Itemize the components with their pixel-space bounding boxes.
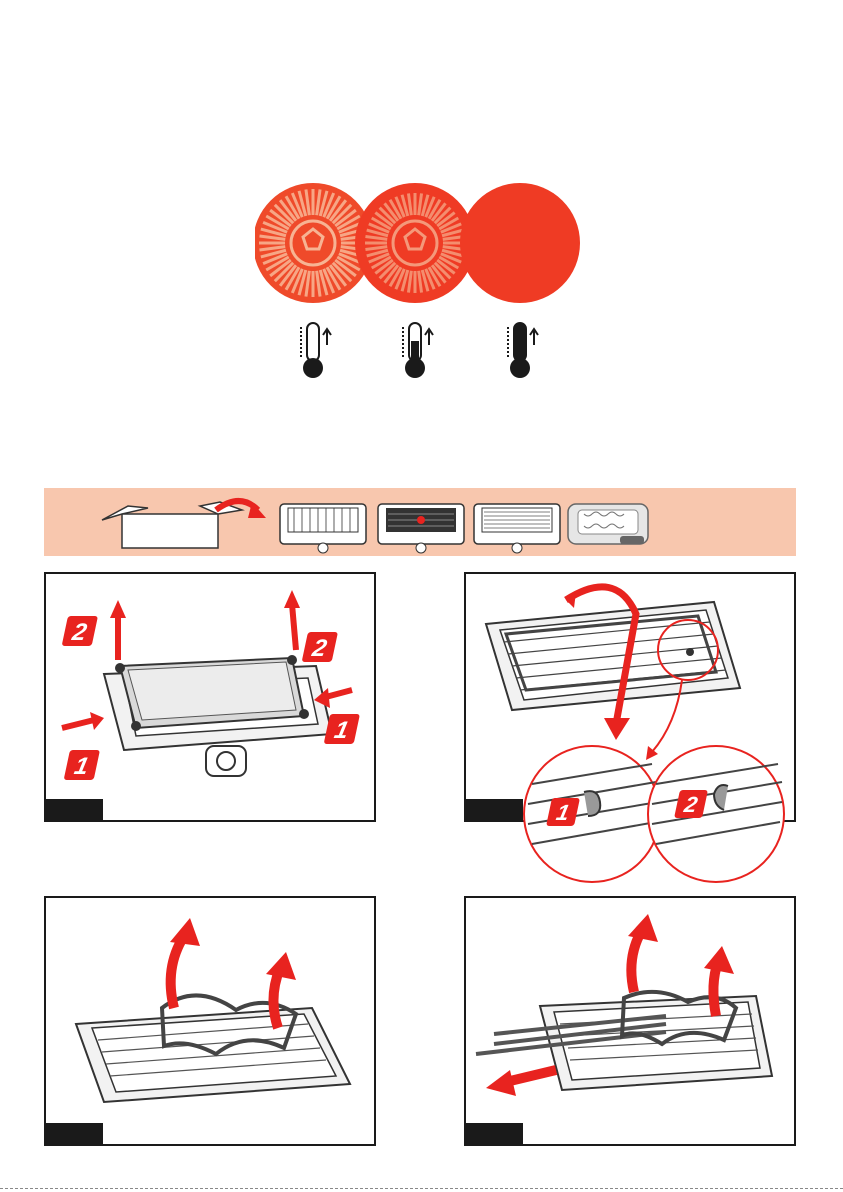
step-badge: 1 [64,750,100,780]
step-panel-1: 2 2 1 1 [44,572,376,822]
temperature-high-icon [508,323,538,378]
temperature-indicators [255,183,595,383]
step-badge: 2 [62,616,98,646]
step-badge: 1 [324,714,360,744]
lift-arrow-right [273,968,280,1028]
zoom-detail-2: 2 [648,746,784,882]
step-tab [465,799,523,821]
lift-arrow-right [292,604,296,650]
step-panel-3 [44,896,376,1146]
slide-out-arrow [506,1070,556,1082]
indicator-disc-hot [460,183,580,303]
grill-wire-rack-icon [280,504,366,553]
temperature-medium-icon [403,323,433,378]
temperature-low-icon [301,323,331,378]
step-badge: 2 [302,632,338,662]
step-badge: 2 [674,790,708,818]
grill-silver-icon [568,504,648,544]
model-banner [44,488,796,556]
step-badge: 1 [546,798,580,826]
perforation-line [0,1188,843,1189]
push-arrow-left [62,720,94,728]
step-tab [465,1123,523,1145]
lift-arrow-left [631,930,642,992]
step-tab [45,1123,103,1145]
step-panel-4 [464,896,796,1146]
grill-dark-icon [378,504,464,553]
zoom-detail-1: 1 [524,746,660,882]
step-tab [45,799,103,821]
step-panel-2: 1 2 [464,572,796,822]
grill-plate-icon [474,504,560,553]
indicator-disc-heating [355,183,475,303]
